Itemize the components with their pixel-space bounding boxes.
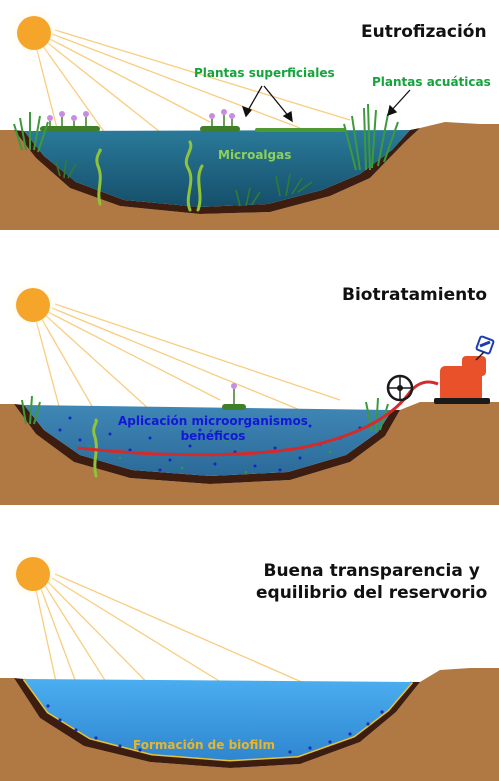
pump-icon	[386, 335, 495, 404]
dark-sediment	[14, 128, 420, 214]
submerged-plant-2	[92, 418, 98, 478]
surface-plant-mat-mid	[200, 126, 240, 132]
panel-clear-reservoir	[0, 546, 499, 781]
sun-icon-3	[16, 557, 50, 591]
panel-3-title-line2: equilibrio del reservorio	[256, 583, 488, 603]
label-surface-plants: Plantas superficiales	[194, 66, 335, 80]
panel-biotreatment	[0, 277, 499, 505]
label-application-line2: benéficos	[180, 429, 246, 443]
surface-plant-mat-right	[255, 128, 345, 132]
soil-bank-3	[0, 668, 499, 781]
surface-flowers	[47, 109, 235, 121]
soil-bank-2	[0, 402, 499, 505]
sun-rays	[35, 29, 351, 141]
label-aquatic-plants: Plantas acuáticas	[372, 75, 491, 89]
floating-plant-2	[222, 383, 246, 410]
panel-3-title: Buena transparencia y equilibrio del res…	[256, 560, 487, 604]
sun-icon	[17, 16, 51, 50]
label-application: Aplicación microorganismos benéficos	[118, 414, 308, 444]
surface-plant-mat-left	[40, 126, 100, 132]
dark-sediment-2	[14, 404, 400, 484]
aquatic-reeds-right	[343, 103, 399, 171]
label-arrows	[241, 85, 411, 123]
green-specks	[88, 438, 332, 474]
aquatic-reeds-left	[13, 112, 49, 153]
water-clear	[24, 679, 412, 760]
soil-bank	[0, 122, 499, 230]
panel-1-title: Eutrofización	[361, 22, 487, 42]
biofilm-dots	[46, 704, 384, 754]
pump-pipe	[77, 380, 439, 457]
panel-3-title-line1: Buena transparencia y	[263, 561, 480, 581]
label-microalgae: Microalgas	[218, 148, 292, 162]
panel-eutrophication	[0, 5, 499, 230]
water-eutrophic	[24, 130, 410, 207]
submerged-plants	[95, 140, 204, 212]
label-biofilm: Formación de biofilm	[133, 738, 276, 752]
sun-icon-2	[16, 288, 50, 322]
panel-2-title: Biotratamiento	[342, 285, 488, 305]
surface-stems	[49, 115, 233, 128]
sun-rays-2	[35, 303, 341, 421]
label-application-line1: Aplicación microorganismos	[118, 414, 308, 428]
bottom-weeds	[55, 159, 313, 207]
